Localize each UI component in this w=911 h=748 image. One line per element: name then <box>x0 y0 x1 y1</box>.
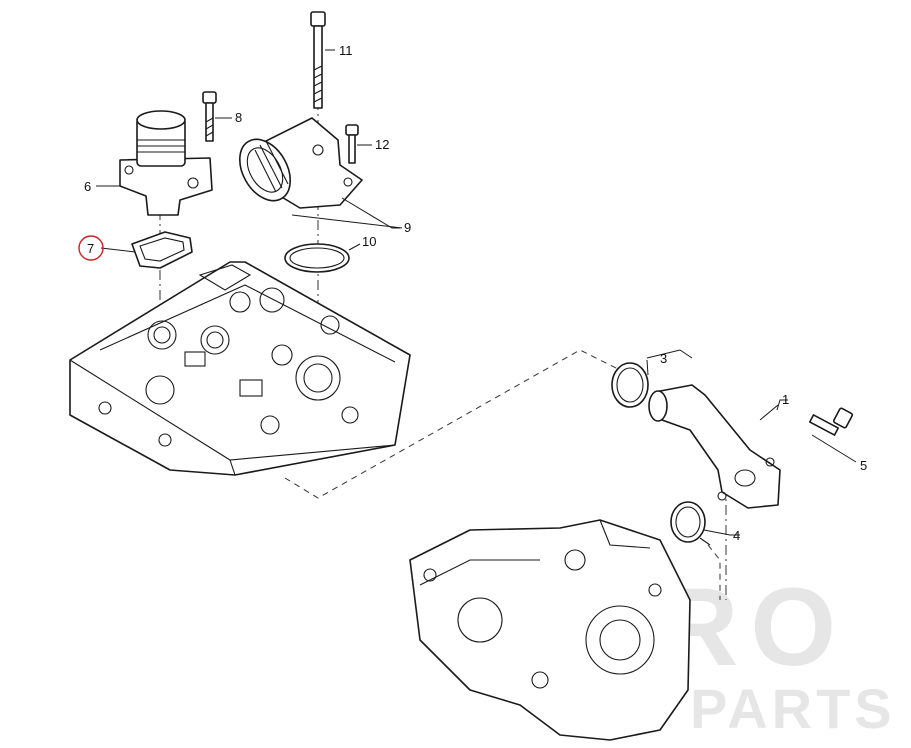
highlight-circle <box>78 235 104 261</box>
callout-4: 4 <box>733 528 740 543</box>
bolt-11 <box>310 11 326 109</box>
o-ring-10 <box>284 243 350 273</box>
gasket-7 <box>131 231 193 269</box>
callout-11: 11 <box>339 43 353 58</box>
bolt-8 <box>202 91 217 142</box>
thermostat-housing-6 <box>119 110 213 216</box>
callout-8: 8 <box>235 110 242 125</box>
bolt-5 <box>808 407 854 436</box>
callout-5: 5 <box>860 458 867 473</box>
cylinder-head <box>69 261 411 476</box>
callout-1: 1 <box>782 392 789 407</box>
timing-cover <box>409 519 691 741</box>
callout-10: 10 <box>362 234 376 249</box>
callout-7: 7 <box>87 241 94 256</box>
outlet-elbow-9 <box>238 117 363 209</box>
watermark-line2: PARTS <box>690 677 896 740</box>
leader-lines <box>96 49 857 536</box>
coolant-pipe-1 <box>648 384 781 509</box>
callout-3: 3 <box>660 351 667 366</box>
callout-6: 6 <box>84 179 91 194</box>
assembly-path <box>284 349 621 499</box>
o-ring-4 <box>670 501 711 546</box>
o-ring-3 <box>611 362 649 408</box>
callouts: 11 8 12 6 9 10 7 3 1 5 4 <box>84 43 867 543</box>
callout-12: 12 <box>375 137 389 152</box>
bolt-12 <box>345 124 359 164</box>
callout-9: 9 <box>404 220 411 235</box>
